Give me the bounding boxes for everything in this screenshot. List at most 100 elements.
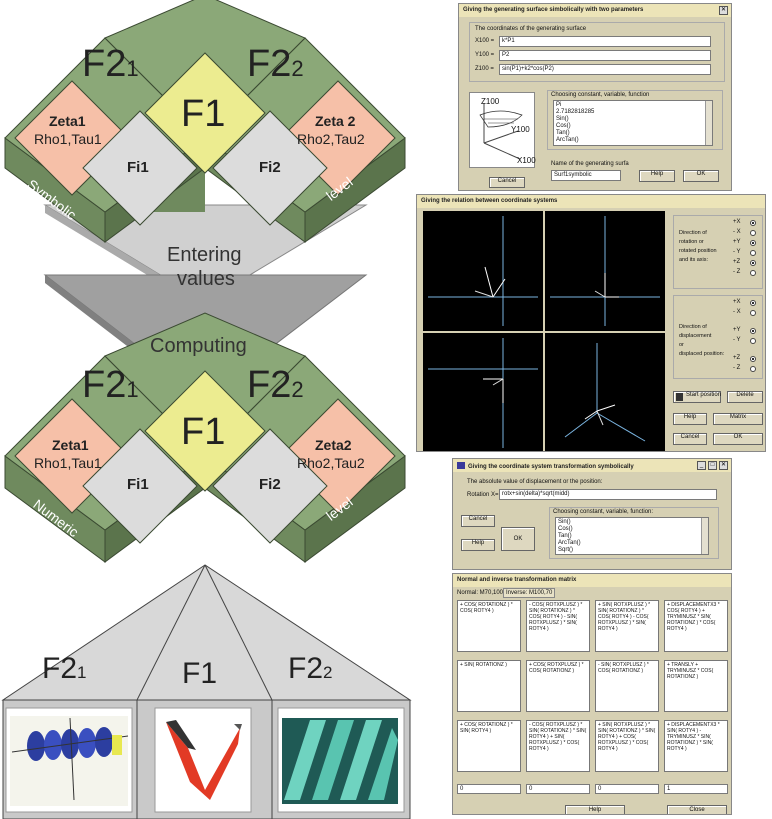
list-item[interactable]: Sin() [558, 519, 571, 525]
matrix-button[interactable]: Matrix [713, 413, 763, 425]
matrix-cell[interactable]: + SIN( ROTATIONZ ) [457, 660, 521, 712]
matrix-cell[interactable]: + COS( ROTATIONZ ) * COS( ROTY4 ) [457, 600, 521, 652]
radio-icon[interactable] [750, 338, 756, 344]
list-item[interactable]: Tan() [558, 533, 572, 539]
close-icon[interactable]: ✕ [719, 461, 728, 470]
ok-button[interactable]: OK [501, 527, 535, 551]
dialog-title-text: Giving the coordinate system transformat… [468, 464, 634, 470]
radio-icon[interactable] [750, 260, 756, 266]
matrix-cell[interactable]: + COS( ROTATIONZ ) * SIN( ROTY4 ) [457, 720, 521, 772]
view-top-right [545, 211, 665, 331]
radio-label: - X [733, 229, 741, 235]
radio-label: +Y [733, 327, 741, 333]
maximize-icon[interactable]: □ [708, 461, 717, 470]
numeric-zeta1-label: Zeta1 [52, 437, 89, 453]
axis-z-label: Z100 [481, 97, 500, 106]
help-button[interactable]: Help [639, 170, 675, 182]
radio-option[interactable]: - X [733, 309, 759, 318]
radio-icon[interactable] [750, 310, 756, 316]
view-bottom-right [545, 333, 665, 451]
radio-option[interactable]: - Z [733, 365, 759, 374]
radio-option[interactable]: +Y [733, 239, 759, 248]
radio-icon[interactable] [750, 270, 756, 276]
list-label: Choosing constant, variable, function: [553, 509, 654, 515]
list-item[interactable]: Cos() [558, 526, 573, 532]
cancel-button[interactable]: Cancel [673, 433, 707, 445]
list-item[interactable]: Cos() [556, 123, 571, 129]
radio-option[interactable]: - Y [733, 249, 759, 258]
tab-normal[interactable]: Normal: M70,100 [457, 590, 504, 596]
x-field[interactable]: k*P1 [499, 36, 711, 47]
radio-option[interactable]: - Z [733, 269, 759, 278]
radio-option[interactable]: +X [733, 219, 759, 228]
numeric-f2-1-label: F21 [82, 364, 139, 406]
cancel-button[interactable]: Cancel [461, 515, 495, 527]
help-button[interactable]: Help [565, 805, 625, 814]
matrix-cell[interactable]: + DISPLACEMENTX3 * SIN( ROTY4 ) - TRYMIN… [664, 720, 728, 772]
cancel-button[interactable]: Cancel [489, 177, 525, 188]
list-item[interactable]: Sqrt() [558, 547, 573, 553]
radio-icon[interactable] [750, 366, 756, 372]
list-item[interactable]: ArcTan() [558, 540, 581, 546]
scrollbar[interactable] [705, 101, 712, 145]
dialog-title: Normal and inverse transformation matrix [453, 574, 731, 587]
subscript: 2 [323, 663, 333, 682]
radio-icon[interactable] [750, 356, 756, 362]
matrix-cell[interactable]: + COS( ROTXPLUSZ ) * COS( ROTATIONZ ) [526, 660, 590, 712]
thumbnail-blades [277, 707, 405, 813]
thumbnail-spring [5, 707, 133, 813]
radio-label: +Z [733, 355, 741, 361]
minimize-icon[interactable]: _ [697, 461, 706, 470]
radio-option[interactable]: +X [733, 299, 759, 308]
subscript: 2 [291, 377, 304, 402]
transformation-dialog: Giving the coordinate system transformat… [452, 458, 732, 570]
start-position-button[interactable]: Start position [673, 391, 721, 403]
radio-option[interactable]: - Y [733, 337, 759, 346]
radio-icon[interactable] [750, 240, 756, 246]
matrix-bottom-field[interactable]: 1 [664, 784, 728, 794]
radio-icon[interactable] [750, 328, 756, 334]
help-button[interactable]: Help [673, 413, 707, 425]
radio-option[interactable]: +Y [733, 327, 759, 336]
matrix-bottom-field[interactable]: 0 [526, 784, 590, 794]
matrix-cell[interactable]: - COS( ROTXPLUSZ ) * SIN( ROTATIONZ ) * … [526, 720, 590, 772]
ok-button[interactable]: OK [713, 433, 763, 445]
radio-icon[interactable] [750, 250, 756, 256]
matrix-cell[interactable]: + DISPLACEMENTX3 * COS( ROTY4 ) + TRYMIN… [664, 600, 728, 652]
list-item[interactable]: 2.7182818285 [556, 109, 595, 115]
matrix-bottom-field[interactable]: 0 [595, 784, 659, 794]
matrix-cell[interactable]: - SIN( ROTXPLUSZ ) * COS( ROTATIONZ ) [595, 660, 659, 712]
z-field[interactable]: sin(P1)+k2*cos(P2) [499, 64, 711, 75]
radio-icon[interactable] [750, 300, 756, 306]
close-button[interactable]: Close [667, 805, 727, 814]
close-icon[interactable]: ✕ [719, 6, 728, 15]
list-item[interactable]: Sin() [556, 116, 569, 122]
radio-icon[interactable] [750, 230, 756, 236]
scrollbar[interactable] [701, 518, 708, 554]
displacement-group [673, 295, 763, 379]
group-label-line: displacement [679, 333, 712, 339]
list-item[interactable]: Pi [556, 102, 562, 108]
matrix-cell[interactable]: + SIN( ROTXPLUSZ ) * SIN( ROTATIONZ ) * … [595, 600, 659, 652]
list-item[interactable]: ArcTan() [556, 137, 579, 143]
surface-name-field[interactable]: Surf1symbolic [551, 170, 621, 181]
radio-option[interactable]: +Z [733, 259, 759, 268]
delete-button[interactable]: Delete [727, 391, 763, 403]
y-field[interactable]: P2 [499, 50, 711, 61]
tab-inverse[interactable]: Inverse: M100,70 [503, 588, 556, 598]
ok-button[interactable]: OK [683, 170, 719, 182]
matrix-bottom-field[interactable]: 0 [457, 784, 521, 794]
radio-option[interactable]: - X [733, 229, 759, 238]
function-list[interactable]: Sin()Cos()Tan()ArcTan()Sqrt() [555, 517, 709, 555]
list-item[interactable]: Tan() [556, 130, 570, 136]
rotation-field[interactable]: rotx+sin(delta)*sqrt(midd) [499, 489, 717, 500]
radio-option[interactable]: +Z [733, 355, 759, 364]
matrix-cell[interactable]: + TRANSLY + TRYMINUSZ * COS( ROTATIONZ ) [664, 660, 728, 712]
radio-label: - Z [733, 365, 741, 371]
radio-icon[interactable] [750, 220, 756, 226]
matrix-cell[interactable]: + SIN( ROTXPLUSZ ) * SIN( ROTATIONZ ) * … [595, 720, 659, 772]
help-button[interactable]: Help [461, 539, 495, 551]
matrix-cell[interactable]: - COS( ROTXPLUSZ ) * SIN( ROTATIONZ ) * … [526, 600, 590, 652]
axes-preview [550, 216, 660, 326]
